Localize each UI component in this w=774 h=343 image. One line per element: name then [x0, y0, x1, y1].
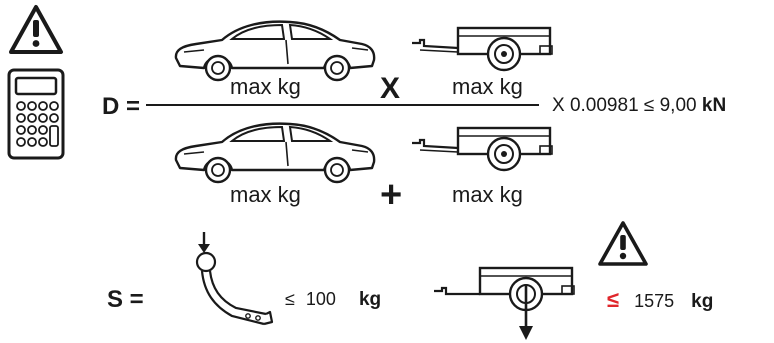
tow-ball-icon — [192, 250, 276, 334]
car-max-kg-top-label: max kg — [230, 74, 301, 99]
plus-operator: + — [380, 174, 403, 216]
factor-text: X 0.00981 ≤ 9,00 — [552, 95, 697, 116]
coupling-unit: kg — [358, 289, 382, 310]
factor-unit: kN — [701, 95, 727, 116]
fraction-bar — [146, 104, 539, 106]
car-icon — [170, 116, 378, 184]
trailer-max-kg-bottom-label: max kg — [452, 182, 523, 207]
warning-icon — [8, 4, 64, 56]
coupling-load-value: ≤ 100 kg — [285, 290, 381, 309]
multiply-operator: X — [380, 72, 401, 105]
coupling-value: 100 — [305, 289, 336, 309]
trailer-leq-symbol: ≤ — [607, 287, 620, 312]
car-max-kg-bottom-label: max kg — [230, 182, 301, 207]
car-icon — [170, 14, 378, 82]
trailer-load-value: ≤ 1575 kg — [607, 287, 714, 312]
trailer-value: 1575 — [634, 291, 675, 311]
down-arrow-icon — [197, 232, 211, 254]
trailer-unit: kg — [691, 291, 714, 312]
trailer-max-kg-top-label: max kg — [452, 74, 523, 99]
warning-icon — [597, 220, 649, 268]
calculator-icon — [7, 68, 65, 160]
coupling-leq-symbol: ≤ — [285, 289, 295, 309]
s-equals-label: S = — [107, 286, 144, 313]
factor-expression: X 0.00981 ≤ 9,00 kN — [552, 96, 726, 115]
d-equals-label: D = — [102, 93, 141, 120]
trailer-icon — [410, 124, 556, 176]
trailer-icon — [432, 264, 578, 342]
trailer-icon — [410, 24, 556, 76]
